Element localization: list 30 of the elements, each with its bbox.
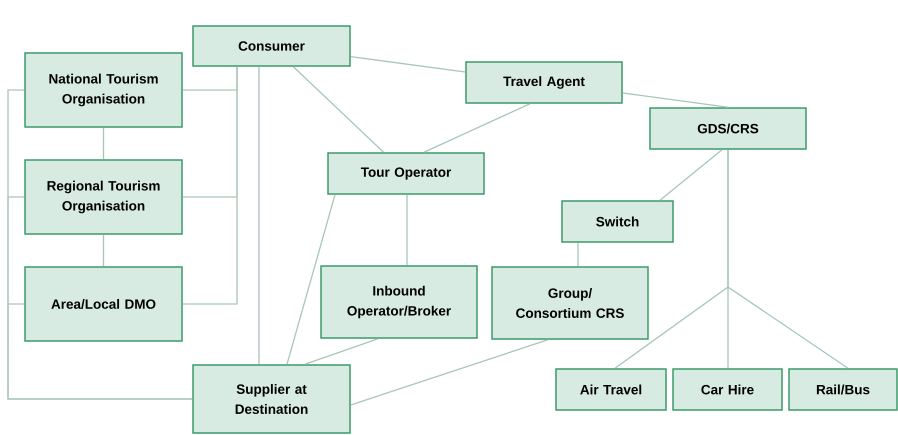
connector-line bbox=[577, 242, 579, 266]
connector-line bbox=[622, 92, 728, 108]
connector-line bbox=[286, 194, 336, 364]
connector-line bbox=[292, 66, 384, 153]
connector-line bbox=[350, 56, 466, 73]
process-box: National Tourism Organisation bbox=[24, 52, 183, 128]
process-box: Tour Operator bbox=[327, 152, 485, 195]
connector-line bbox=[258, 66, 260, 364]
process-box: Switch bbox=[561, 200, 674, 243]
process-box: Rail/Bus bbox=[788, 368, 898, 411]
connector-line bbox=[350, 339, 548, 406]
process-box: Group/ Consortium CRS bbox=[491, 266, 649, 340]
process-box: Car Hire bbox=[672, 368, 783, 411]
connector-line bbox=[727, 150, 848, 369]
process-box: Supplier at Destination bbox=[192, 364, 351, 434]
process-box: Inbound Operator/Broker bbox=[320, 265, 478, 339]
process-box: Regional Tourism Organisation bbox=[24, 159, 183, 235]
connector-line bbox=[424, 103, 530, 153]
connector-line bbox=[102, 128, 104, 160]
connector-line bbox=[182, 66, 238, 305]
process-box: GDS/CRS bbox=[649, 107, 807, 150]
process-box: Area/Local DMO bbox=[24, 266, 183, 342]
process-box: Air Travel bbox=[555, 368, 667, 411]
connector-line bbox=[7, 303, 192, 400]
connector-line bbox=[102, 234, 104, 266]
process-box: Consumer bbox=[192, 25, 351, 67]
connector-line bbox=[406, 194, 408, 266]
process-box: Travel Agent bbox=[465, 61, 623, 104]
connector-line bbox=[660, 149, 722, 201]
connector-line bbox=[304, 338, 378, 365]
